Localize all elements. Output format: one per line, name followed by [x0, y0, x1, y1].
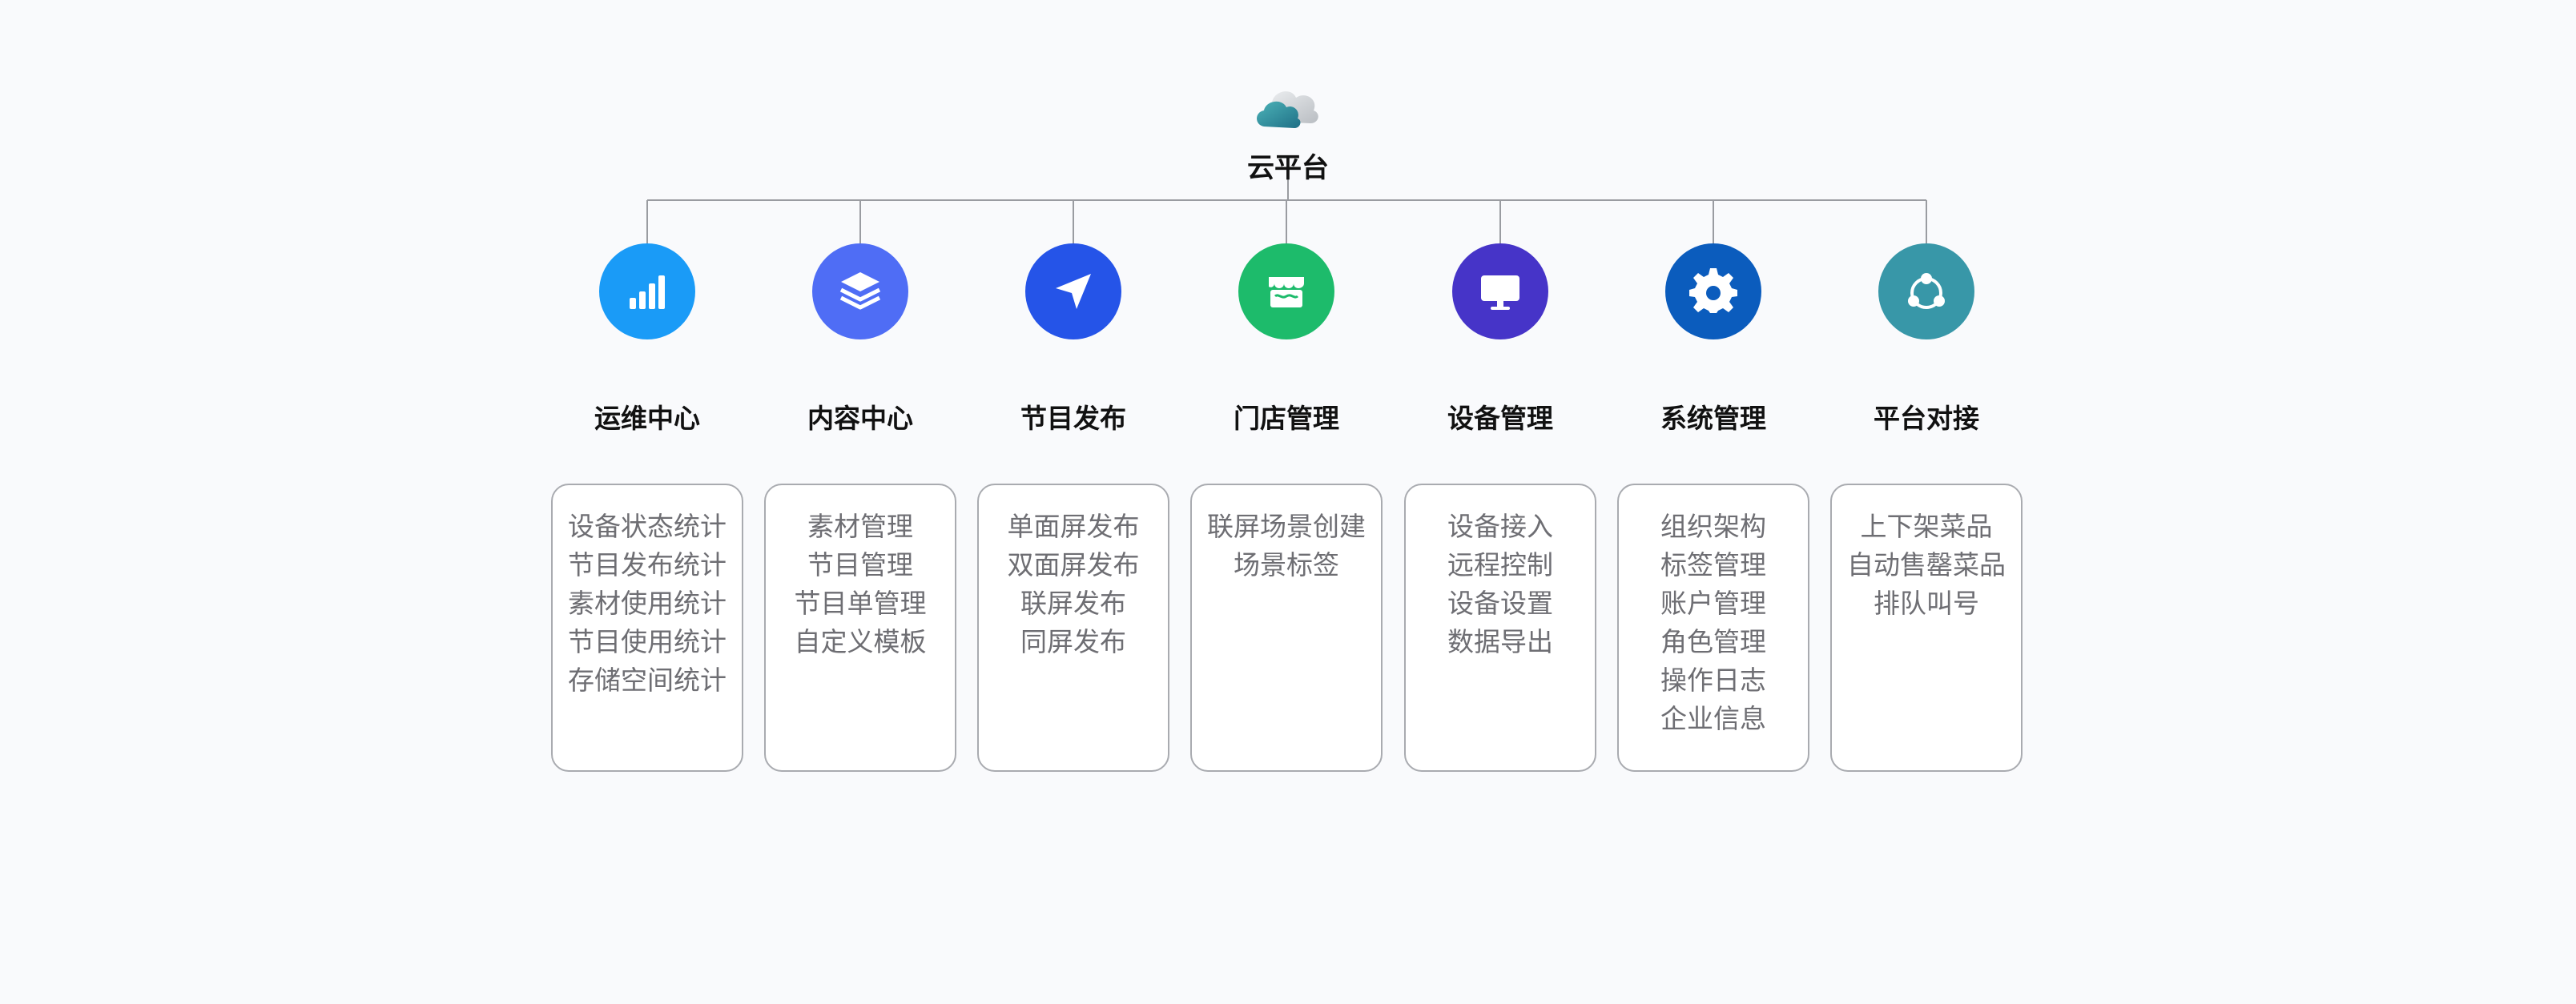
layers-icon	[812, 243, 908, 339]
branch-feature-card: 联屏场景创建场景标签	[1190, 484, 1383, 772]
feature-item: 组织架构	[1660, 511, 1766, 542]
feature-item: 双面屏发布	[1007, 549, 1140, 580]
root-title: 云平台	[1247, 152, 1329, 184]
feature-item: 节目单管理	[794, 588, 927, 619]
branch-title: 系统管理	[1660, 403, 1766, 434]
feature-item: 单面屏发布	[1007, 511, 1140, 542]
feature-item: 自动售罄菜品	[1847, 549, 2006, 580]
feature-item: 数据导出	[1447, 626, 1553, 657]
branch-title: 平台对接	[1874, 403, 1979, 434]
feature-item: 设备接入	[1447, 511, 1553, 542]
feature-item: 标签管理	[1660, 549, 1766, 580]
feature-item: 素材使用统计	[568, 588, 727, 619]
gear-icon	[1665, 243, 1761, 339]
cloud-icon	[1250, 74, 1326, 138]
branch-feature-card: 素材管理节目管理节目单管理自定义模板	[764, 484, 956, 772]
branch-title: 运维中心	[594, 403, 700, 434]
feature-item: 账户管理	[1660, 588, 1766, 619]
feature-item: 企业信息	[1660, 703, 1766, 734]
feature-item: 操作日志	[1660, 665, 1766, 696]
branch-title: 内容中心	[807, 403, 913, 434]
branch-title: 门店管理	[1234, 403, 1339, 434]
feature-item: 素材管理	[807, 511, 913, 542]
feature-item: 节目发布统计	[568, 549, 727, 580]
bar-chart-icon	[599, 243, 695, 339]
feature-item: 场景标签	[1234, 549, 1339, 580]
share-nodes-icon	[1878, 243, 1974, 339]
branch-feature-card: 组织架构标签管理账户管理角色管理操作日志企业信息	[1617, 484, 1809, 772]
feature-item: 远程控制	[1447, 549, 1553, 580]
feature-item: 排队叫号	[1874, 588, 1979, 619]
branch-feature-card: 设备接入远程控制设备设置数据导出	[1404, 484, 1596, 772]
feature-item: 联屏发布	[1020, 588, 1126, 619]
branch-feature-card: 单面屏发布双面屏发布联屏发布同屏发布	[977, 484, 1169, 772]
branch-feature-card: 设备状态统计节目发布统计素材使用统计节目使用统计存储空间统计	[551, 484, 743, 772]
feature-item: 自定义模板	[794, 626, 927, 657]
store-icon	[1238, 243, 1334, 339]
send-arrow-icon	[1025, 243, 1121, 339]
feature-item: 存储空间统计	[568, 665, 727, 696]
branch-feature-card: 上下架菜品自动售罄菜品排队叫号	[1830, 484, 2023, 772]
feature-item: 上下架菜品	[1860, 511, 1993, 542]
feature-item: 联屏场景创建	[1207, 511, 1366, 542]
branch-title: 设备管理	[1447, 403, 1553, 434]
feature-item: 设备设置	[1447, 588, 1553, 619]
feature-item: 同屏发布	[1020, 626, 1126, 657]
feature-item: 角色管理	[1660, 626, 1766, 657]
branch-title: 节目发布	[1020, 403, 1126, 434]
feature-item: 节目使用统计	[568, 626, 727, 657]
feature-item: 节目管理	[807, 549, 913, 580]
feature-item: 设备状态统计	[568, 511, 727, 542]
monitor-icon	[1452, 243, 1548, 339]
